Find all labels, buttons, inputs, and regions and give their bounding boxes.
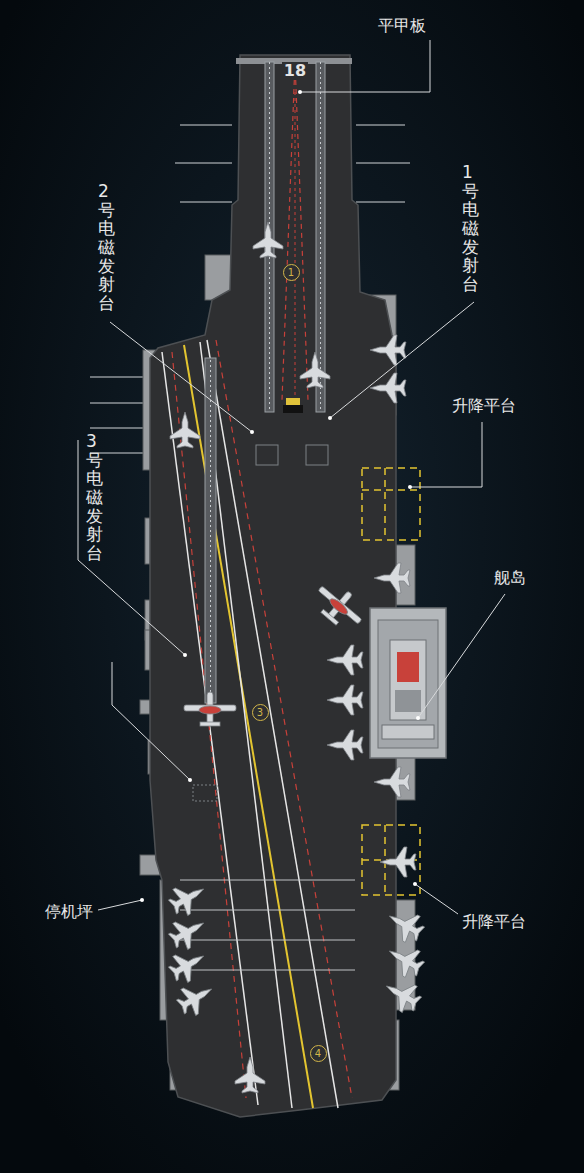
arresting-wires — [180, 880, 355, 970]
angled-deck-markings — [162, 340, 352, 1108]
part-label: 升降平台 — [462, 912, 526, 931]
flight-deck — [150, 55, 396, 1117]
callout-number: 3 — [252, 704, 269, 721]
deck-hatches — [193, 445, 328, 801]
part-label: 1号电磁发射台 — [462, 163, 479, 294]
island — [370, 608, 446, 758]
part-label: 停机坪 — [45, 902, 93, 921]
part-label: 平甲板 — [378, 16, 426, 35]
callout-number: 1 — [283, 264, 300, 281]
part-label: 3号电磁发射台 — [86, 432, 103, 563]
leader-lines — [78, 40, 505, 914]
catapult-3 — [205, 358, 216, 703]
callout-number: 4 — [310, 1045, 327, 1062]
part-label: 舰岛 — [494, 568, 526, 587]
part-label: 2号电磁发射台 — [98, 182, 115, 313]
leader-dots — [140, 90, 420, 902]
part-label: 升降平台 — [452, 396, 516, 415]
aircraft — [165, 222, 428, 1093]
hull-number: 18 — [282, 62, 308, 80]
